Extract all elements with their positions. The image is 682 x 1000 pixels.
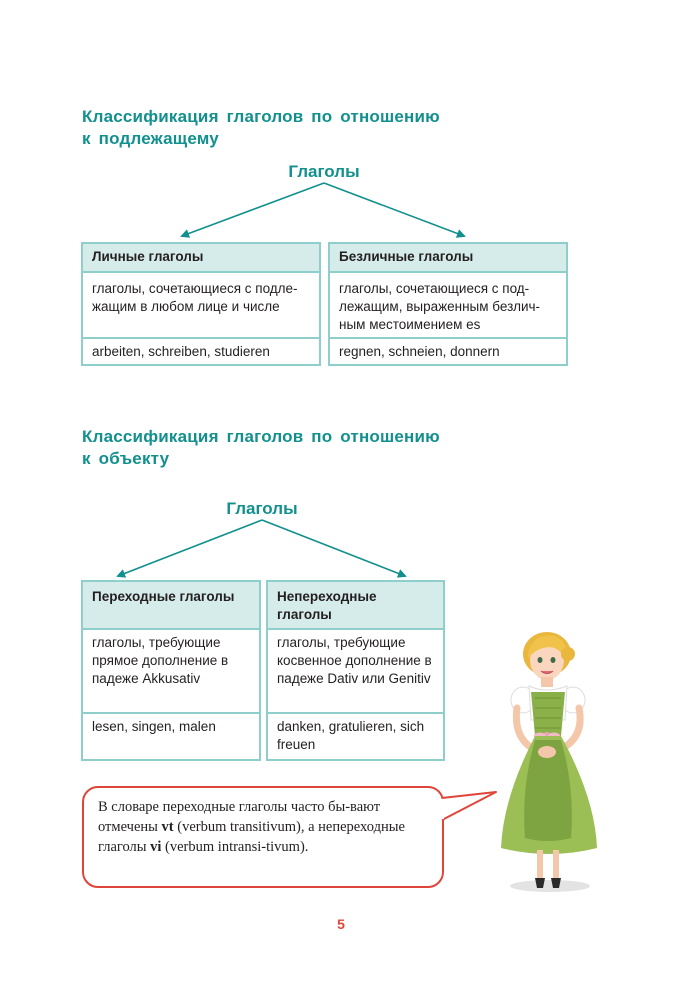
section1-right-examples: regnen, schneien, donnern [339, 344, 500, 359]
speech-bubble-tail [440, 791, 497, 821]
section1-right-description: глаголы, сочетающиеся с под-лежащим, выр… [330, 273, 566, 339]
note-part1: В словаре переходные глаголы часто бы-ва… [98, 799, 381, 835]
section2-table-left: Переходные глаголы глаголы, требующие пр… [81, 580, 261, 761]
note-part3: (verbum intransi-tivum). [161, 839, 309, 855]
note-vt: vt [161, 819, 174, 835]
note-part2: (verbum transitivum), а непереходные гла… [98, 819, 405, 855]
section1-root-label: Глаголы [288, 162, 360, 181]
section2-title-line1: Классификация глаголов по отношению [82, 427, 440, 446]
section2-left-examples: lesen, singen, malen [83, 714, 259, 759]
note-speech-bubble [82, 786, 444, 888]
section2-title-line2: к объекту [82, 449, 170, 468]
section1-title-line2: к подлежащему [82, 129, 219, 148]
section2-table-right: Непереходные глаголы глаголы, требующие … [266, 580, 445, 761]
section1-title: Классификация глаголов по отношению к по… [82, 106, 502, 150]
page-number: 5 [337, 916, 345, 932]
section1-right-header: Безличные глаголы [330, 244, 566, 273]
note-text: В словаре переходные глаголы часто бы-ва… [98, 797, 433, 857]
section1-arrow-left [180, 182, 325, 238]
section1-arrow-right [323, 182, 466, 238]
section1-title-line1: Классификация глаголов по отношению [82, 107, 440, 126]
section2-right-header: Непереходные глаголы [268, 582, 443, 630]
section2-right-description: глаголы, требующие косвенное дополнение … [268, 630, 443, 714]
section1-left-examples: arbeiten, schreiben, studieren [92, 344, 270, 359]
section1-left-header: Личные глаголы [83, 244, 319, 273]
section1-left-description: глаголы, сочетающиеся с подле-жащим в лю… [83, 273, 319, 339]
girl-in-dirndl-illustration [501, 632, 597, 892]
section2-root-label: Глаголы [226, 499, 298, 518]
section1-table-right: Безличные глаголы глаголы, сочетающиеся … [328, 242, 568, 366]
section1-table-left: Личные глаголы глаголы, сочетающиеся с п… [81, 242, 321, 366]
note-vi: vi [150, 839, 162, 855]
section2-left-description: глаголы, требующие прямое дополнение в п… [83, 630, 259, 714]
section2-arrow-left [116, 519, 263, 578]
section2-left-header: Переходные глаголы [83, 582, 259, 630]
section2-title: Классификация глаголов по отношению к об… [82, 426, 502, 470]
section2-arrow-right [261, 519, 407, 578]
section2-right-examples: danken, gratulieren, sich freuen [268, 714, 443, 759]
